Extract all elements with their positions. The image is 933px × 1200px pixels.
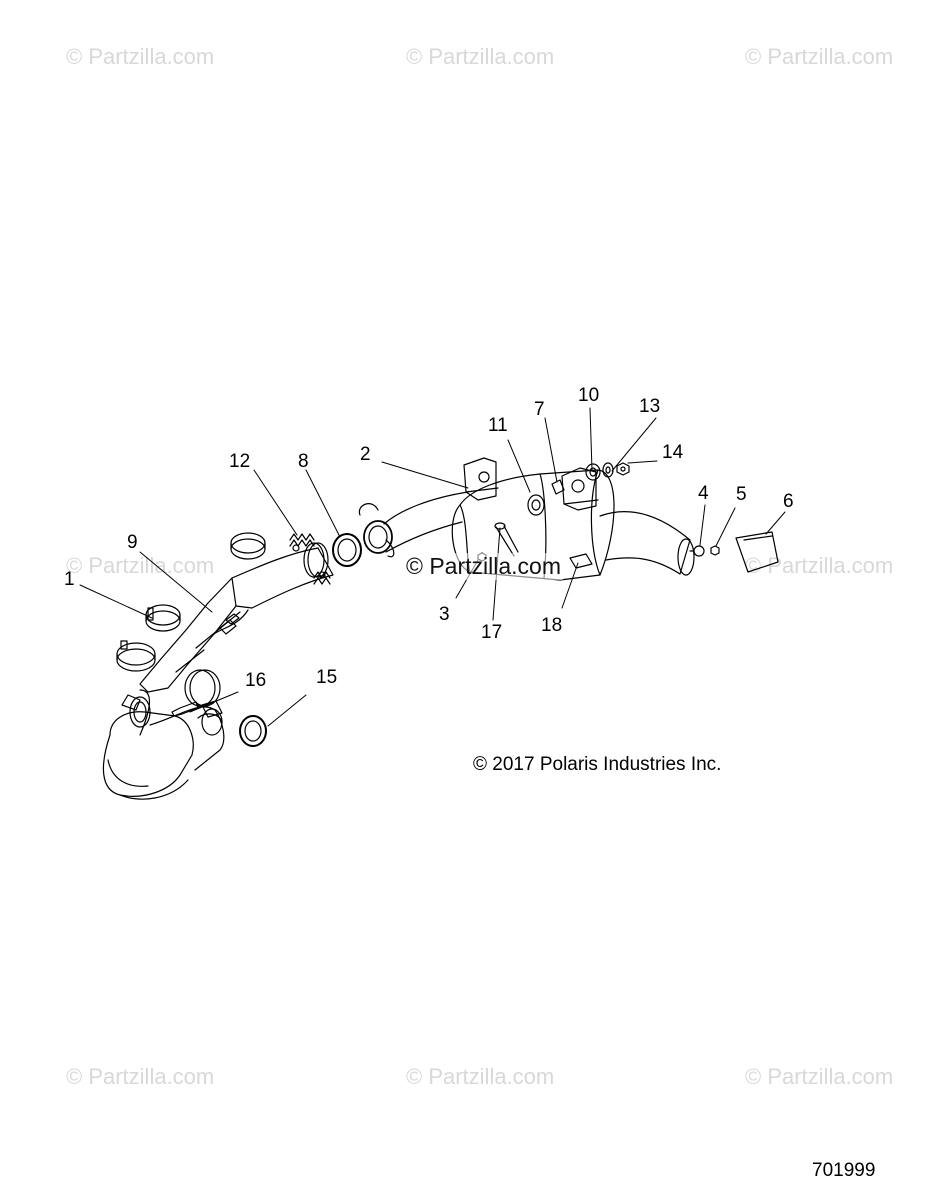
callout-6[interactable]: 6 [783,491,794,512]
part-15-gasket [240,716,266,746]
part-clamp-upper [231,533,265,559]
callout-1[interactable]: 1 [64,569,75,590]
callout-9[interactable]: 9 [127,532,138,553]
watermark: © Partzilla.com [745,553,894,578]
leader-14 [628,461,657,463]
part-14-nut [617,463,629,475]
watermark: © Partzilla.com [66,553,215,578]
callout-7[interactable]: 7 [534,399,545,420]
leader-15 [268,695,306,726]
leader-5 [716,508,735,546]
copyright-notice: © 2017 Polaris Industries Inc. [473,754,722,775]
watermark: © Partzilla.com [745,44,894,69]
callout-5[interactable]: 5 [736,484,747,505]
leader-6 [766,512,785,534]
part-1-clamp [146,605,180,631]
leader-12 [254,470,297,535]
callout-10[interactable]: 10 [578,385,600,406]
leader-1 [80,585,152,618]
leader-2 [382,462,468,488]
leader-10 [590,408,592,470]
part-13-washer [603,463,613,477]
part-12-springs [290,534,330,584]
callout-14[interactable]: 14 [662,442,684,463]
leader-9 [140,552,212,612]
leader-18 [562,563,578,608]
part-9-head-pipe [140,548,333,692]
center-watermark: © Partzilla.com [404,553,563,580]
part-inlet-pipe [359,492,468,557]
watermark: © Partzilla.com [745,1064,894,1089]
watermark: © Partzilla.com [66,1064,215,1089]
part-clamp-lower [117,641,155,671]
part-8-gasket [333,534,361,566]
callout-4[interactable]: 4 [698,483,709,504]
leader-13 [612,418,656,471]
callout-8[interactable]: 8 [298,451,309,472]
part-4-plug [690,546,704,556]
callout-15[interactable]: 15 [316,667,338,688]
part-6-tip [736,532,778,572]
part-18-bracket [570,554,592,568]
callout-17[interactable]: 17 [481,622,503,643]
callout-16[interactable]: 16 [245,670,267,691]
part-10-grommet [586,464,600,480]
watermark: © Partzilla.com [66,44,215,69]
part-tailpipe [600,512,694,575]
callout-2[interactable]: 2 [360,444,371,465]
leader-4 [700,505,705,545]
watermark: © Partzilla.com [406,44,555,69]
part-5-nut [711,546,719,555]
part-17-stud [495,523,518,556]
leader-7 [545,418,557,482]
diagram-number: 701999 [812,1160,876,1181]
callout-11[interactable]: 11 [488,415,508,436]
leader-11 [508,440,530,492]
callout-13[interactable]: 13 [639,396,661,417]
callout-12[interactable]: 12 [229,451,251,472]
part-clamp-mid [185,670,220,706]
part-pipe-flange [304,543,328,577]
part-y-pipe [103,690,223,799]
callout-3[interactable]: 3 [439,604,450,625]
leader-8 [306,470,340,537]
callout-18[interactable]: 18 [541,615,563,636]
watermark: © Partzilla.com [406,1064,555,1089]
part-16-bolt [172,702,200,716]
